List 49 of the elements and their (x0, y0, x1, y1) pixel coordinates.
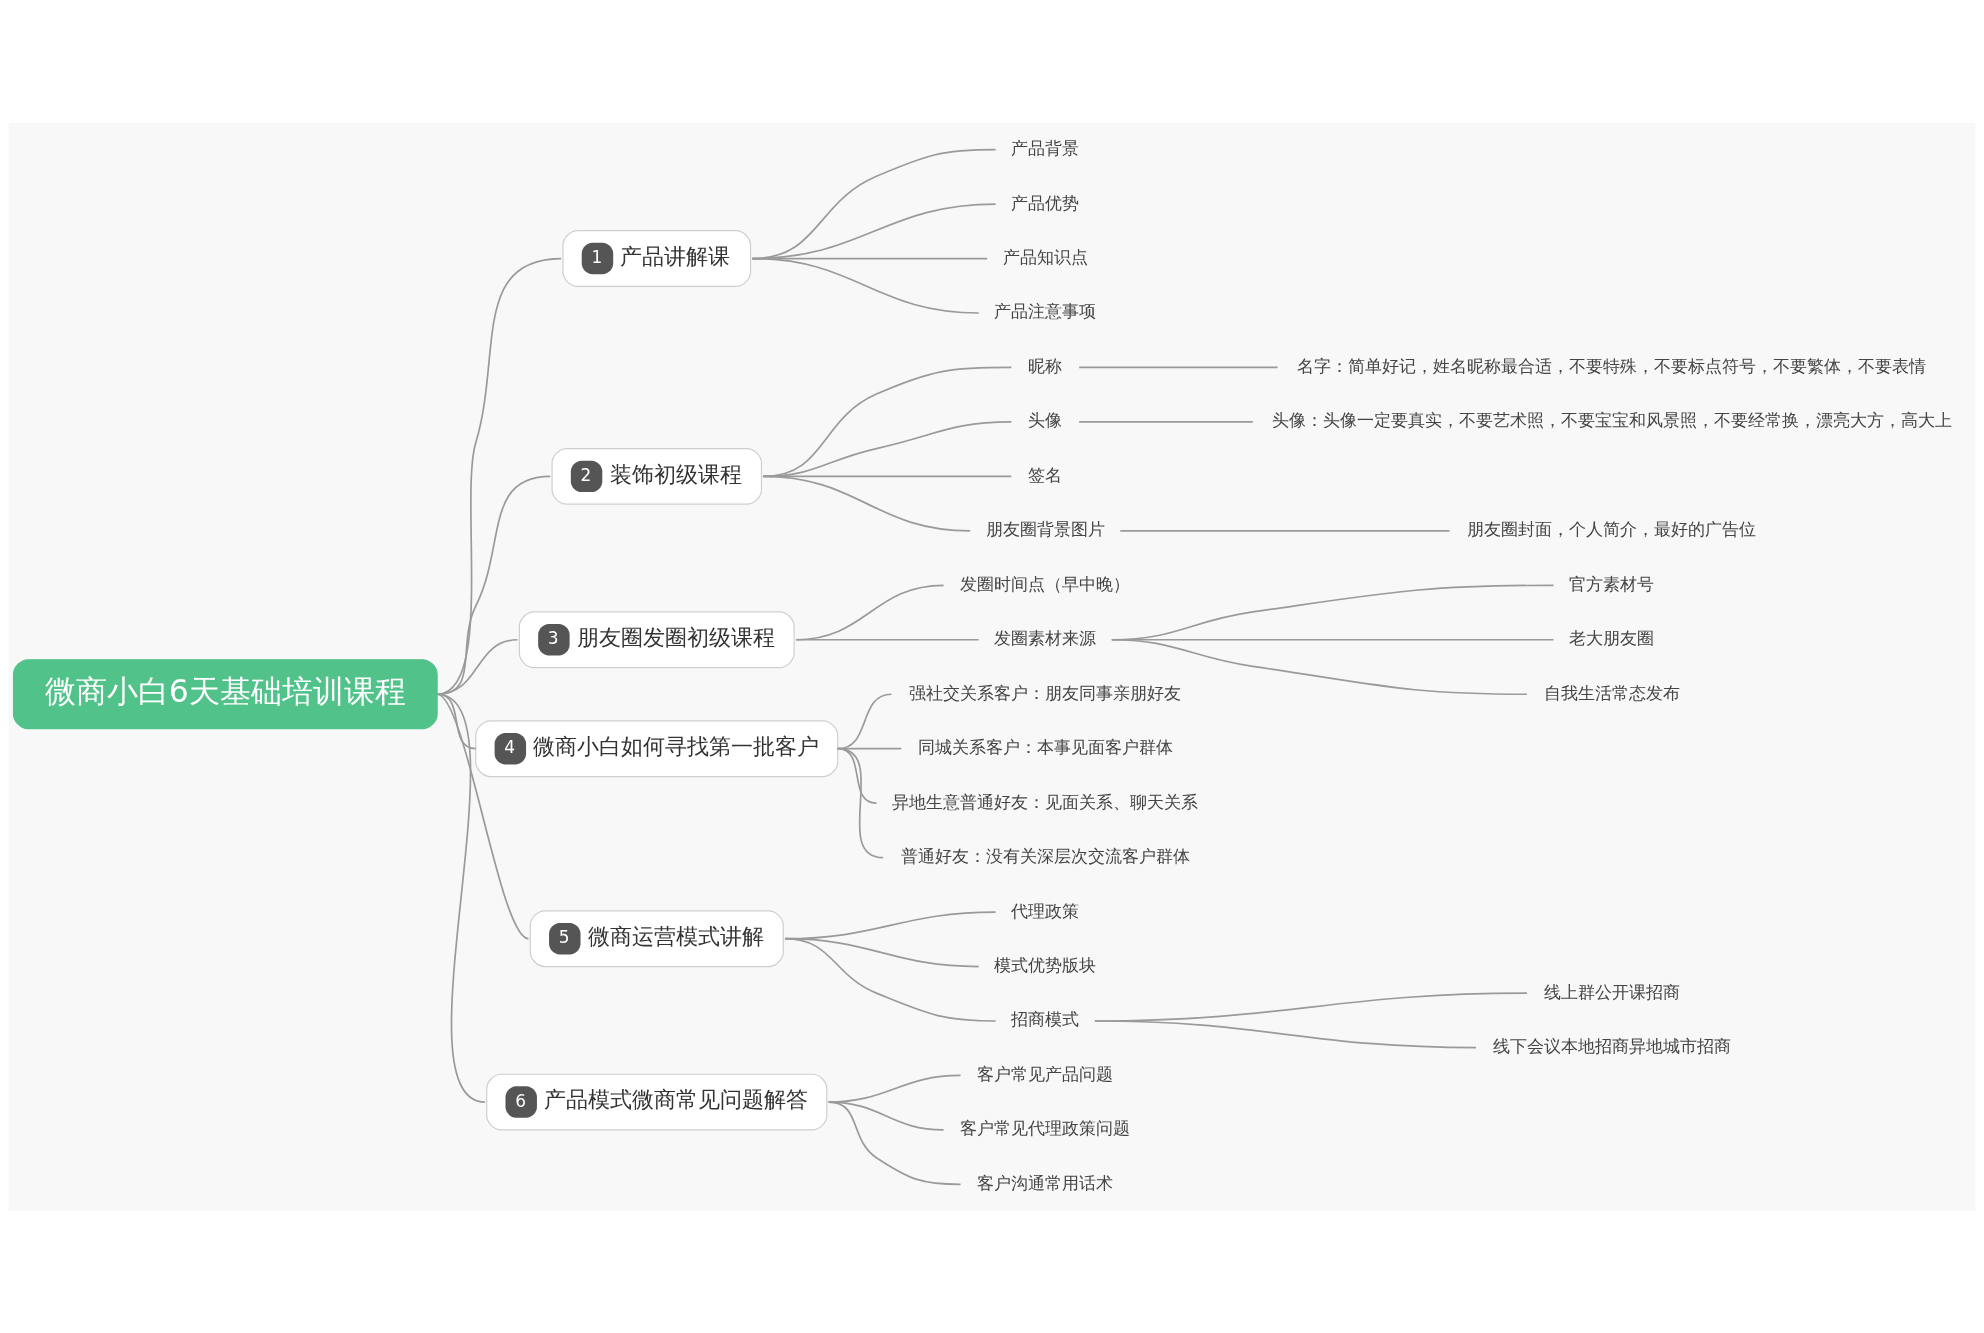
node-text: 客户常见产品问题 (977, 1063, 1114, 1084)
node-text: 朋友圈封面，个人简介，最好的广告位 (1467, 518, 1757, 539)
node-text: 发圈素材来源 (994, 627, 1097, 648)
node-text: 发圈时间点（早中晚） (960, 573, 1131, 594)
node-text: 招商模式 (1011, 1008, 1080, 1029)
node-text: 昵称 (1028, 355, 1063, 376)
connector (762, 420, 1013, 477)
node-box: 微商小白6天基础培训课程 (12, 658, 438, 729)
node-text: 同城关系客户：本事见面客户群体 (917, 736, 1173, 757)
node-text: 头像 (1028, 409, 1063, 430)
node-text: 产品注意事项 (994, 300, 1097, 321)
node-text: 自我生活常态发布 (1543, 682, 1680, 703)
node-text: 产品知识点 (1002, 246, 1088, 267)
node-text: 老大朋友圈 (1569, 627, 1655, 648)
node-text: 产品背景 (1011, 137, 1080, 158)
connector (795, 638, 980, 641)
node-box: 5 微商运营模式讲解 (529, 909, 784, 967)
connector (1119, 529, 1451, 532)
node-text: 代理政策 (1011, 900, 1080, 921)
node-box: 3 朋友圈发圈初级课程 (518, 610, 795, 668)
node-text: 朋友圈背景图片 (985, 518, 1105, 539)
node-box: 1 产品讲解课 (562, 229, 752, 287)
node-text: 线下会议本地招商异地城市招商 (1492, 1035, 1731, 1056)
node-text: 名字：简单好记，姓名昵称最合适，不要特殊，不要标点符号，不要繁体，不要表情 (1297, 355, 1927, 376)
node-text: 普通好友：没有关深层次交流客户群体 (900, 845, 1190, 866)
connector (1078, 420, 1254, 423)
node-text: 客户沟通常用话术 (977, 1172, 1114, 1193)
connector (836, 747, 884, 858)
connector (762, 366, 1013, 477)
node-text: 签名 (1028, 464, 1063, 485)
connector (436, 692, 486, 1103)
connector (751, 257, 980, 314)
node-text: 模式优势版块 (994, 954, 1097, 975)
connector (827, 1100, 962, 1185)
connector (1078, 366, 1279, 368)
connector (784, 937, 997, 1022)
connector (1110, 638, 1528, 695)
node-box: 6 产品模式微商常见问题解答 (486, 1073, 828, 1130)
node-box: 4 微商小白如何寻找第一批客户 (475, 719, 839, 777)
node-text: 异地生意普通好友：见面关系、聊天关系 (892, 791, 1199, 812)
connector (1094, 1019, 1477, 1048)
node-text: 客户常见代理政策问题 (960, 1117, 1131, 1138)
node-text: 官方素材号 (1569, 573, 1655, 594)
node-text: 强社交关系客户：朋友同事亲朋好友 (909, 682, 1182, 703)
node-text: 产品优势 (1011, 192, 1080, 213)
node-text: 头像：头像一定要真实，不要艺术照，不要宝宝和风景照，不要经常换，漂亮大方，高大上 (1271, 409, 1952, 430)
node-text: 线上群公开课招商 (1543, 981, 1680, 1002)
connector (762, 475, 972, 532)
node-box: 2 装饰初级课程 (551, 447, 763, 505)
